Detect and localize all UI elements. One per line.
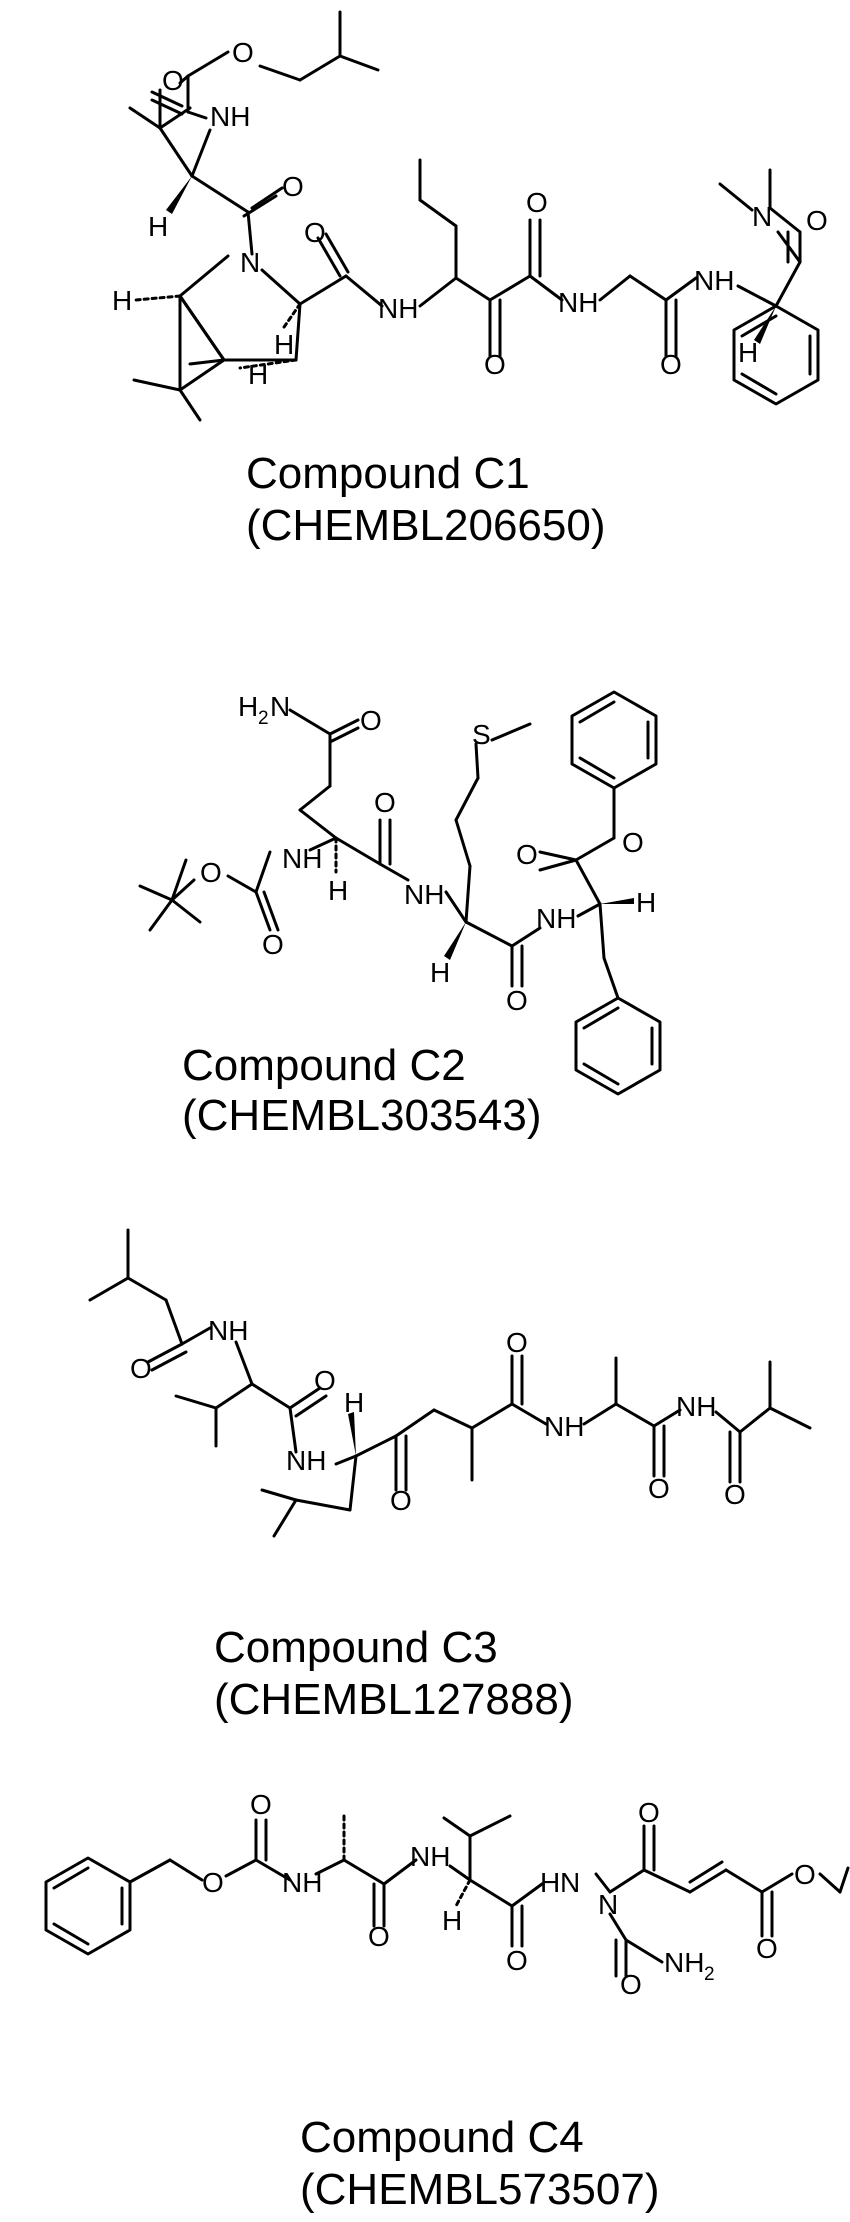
atom-label-o: O xyxy=(484,349,506,380)
atom-label-o: O xyxy=(516,839,538,870)
compound-c3-structure: O NH O NH H O O NH O NH O xyxy=(88,1228,812,1538)
compound-c4-structure: O O NH O NH H O H N N O O O O NH 2 xyxy=(44,1789,850,2000)
compound-c4-chembl-id: (CHEMBL573507) xyxy=(300,2165,660,2214)
compound-c2-chembl-id: (CHEMBL303543) xyxy=(182,1091,542,1140)
atom-label-o: O xyxy=(806,205,828,236)
atom-label-o: O xyxy=(130,1353,152,1384)
atom-label-nh: NH xyxy=(558,287,598,318)
atom-label-o: O xyxy=(282,171,304,202)
atom-label-h: H xyxy=(344,1387,364,1418)
compound-c3-panel: O NH O NH H O O NH O NH O Compound C3 (C… xyxy=(0,1200,850,1724)
atom-label-n: N xyxy=(560,1867,580,1898)
atom-label-n: N xyxy=(598,1889,618,1920)
phenyl-ring xyxy=(574,996,662,1096)
compound-c1-panel: O O NH H O N H H H O NH O O NH O NH H N … xyxy=(0,0,850,560)
atom-label-n: N xyxy=(752,201,772,232)
compound-c1-name: Compound C1 xyxy=(246,449,530,498)
atom-label-o: O xyxy=(756,1933,778,1964)
phenyl-ring xyxy=(732,304,820,406)
wedge-bond xyxy=(754,306,776,344)
atom-label-o: O xyxy=(360,705,382,736)
wedge-bond xyxy=(444,922,466,960)
atom-label-nh: NH xyxy=(536,903,576,934)
atom-label-nh: NH xyxy=(694,265,734,296)
atom-label-nh2-subscript: 2 xyxy=(704,1964,715,1985)
atom-label-o: O xyxy=(250,1789,272,1820)
atom-label-h: H xyxy=(540,1867,560,1898)
atom-label-h: H xyxy=(328,875,348,906)
atom-label-h: H xyxy=(248,359,268,390)
atom-label-h: H xyxy=(636,887,656,918)
wedge-bond xyxy=(348,1412,356,1456)
phenyl-ring xyxy=(570,690,658,790)
atom-label-h: H xyxy=(738,337,758,368)
atom-label-nh: NH xyxy=(404,879,444,910)
atom-label-o: O xyxy=(648,1473,670,1504)
atom-label-o: O xyxy=(506,1327,528,1358)
atom-label-nh: NH xyxy=(378,293,418,324)
atom-label-nh: NH xyxy=(544,1411,584,1442)
compound-c2-name: Compound C2 xyxy=(182,1041,466,1090)
atom-label-nh: NH xyxy=(286,1445,326,1476)
atom-label-h: H xyxy=(112,285,132,316)
atom-label-o: O xyxy=(794,1859,816,1890)
atom-label-h: H xyxy=(442,1905,462,1936)
atom-label-h: H xyxy=(430,957,450,988)
atom-label-o: O xyxy=(638,1797,660,1828)
compound-c4-name: Compound C4 xyxy=(300,2113,584,2162)
atom-label-nh: NH xyxy=(282,843,322,874)
atom-label-nh2: NH xyxy=(664,1947,704,1978)
compound-c1-structure: O O NH H O N H H H O NH O O NH O NH H N … xyxy=(112,10,828,422)
phenyl-ring xyxy=(44,1856,132,1956)
atom-label-h: H xyxy=(148,211,168,242)
compound-c2-panel: H 2 N O NH H O O O NH S H O NH H O O Com… xyxy=(0,660,850,1180)
atom-label-o: O xyxy=(232,37,254,68)
atom-label-o: O xyxy=(262,929,284,960)
atom-label-nh: NH xyxy=(282,1867,322,1898)
atom-label-n: N xyxy=(270,691,290,722)
atom-label-o: O xyxy=(390,1485,412,1516)
atom-label-o: O xyxy=(506,1945,528,1976)
atom-label-h: H xyxy=(274,329,294,360)
compound-c3-name: Compound C3 xyxy=(214,1623,498,1672)
atom-label-o: O xyxy=(660,349,682,380)
atom-label-o: O xyxy=(368,1921,390,1952)
atom-label-o: O xyxy=(506,985,528,1016)
atom-label-nh: NH xyxy=(208,1315,248,1346)
atom-label-o: O xyxy=(304,217,326,248)
atom-label-o: O xyxy=(622,827,644,858)
atom-label-o: O xyxy=(724,1479,746,1510)
atom-label-o: O xyxy=(314,1365,336,1396)
atom-label-h: H xyxy=(238,691,258,722)
atom-label-nh: NH xyxy=(410,1841,450,1872)
atom-label-o: O xyxy=(526,187,548,218)
atom-label-o: O xyxy=(200,857,222,888)
atom-label-h2n-subscript: 2 xyxy=(258,708,269,729)
atom-label-o: O xyxy=(162,65,184,96)
wedge-bond xyxy=(166,176,192,214)
atom-label-nh: NH xyxy=(676,1391,716,1422)
atom-label-n: N xyxy=(240,247,260,278)
atom-label-nh: NH xyxy=(210,101,250,132)
wedge-bond xyxy=(600,898,634,904)
compound-c2-structure: H 2 N O NH H O O O NH S H O NH H O O xyxy=(138,690,662,1096)
compound-c1-chembl-id: (CHEMBL206650) xyxy=(246,501,606,550)
atom-label-o: O xyxy=(202,1867,224,1898)
compound-c4-panel: O O NH O NH H O H N N O O O O NH 2 Compo… xyxy=(0,1780,850,2222)
compound-c3-chembl-id: (CHEMBL127888) xyxy=(214,1675,574,1724)
atom-label-s: S xyxy=(472,719,491,750)
atom-label-o: O xyxy=(374,787,396,818)
atom-label-o: O xyxy=(620,1969,642,2000)
